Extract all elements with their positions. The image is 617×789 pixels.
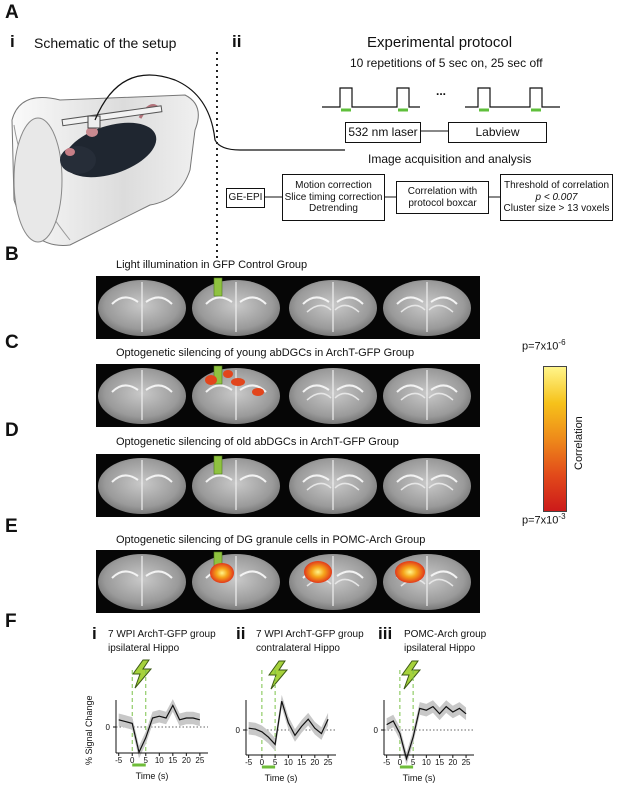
protocol-title: Experimental protocol bbox=[367, 34, 513, 51]
panel-d-letter: D bbox=[5, 420, 19, 441]
panel-f-letter: F bbox=[5, 611, 17, 632]
panel-c-title: Optogenetic silencing of young abDGCs in… bbox=[116, 347, 415, 359]
x-tick-label: 25 bbox=[195, 756, 204, 765]
x-tick-label: 5 bbox=[273, 758, 278, 767]
setup-title: Schematic of the setup bbox=[34, 35, 177, 51]
x-tick-label: -5 bbox=[383, 758, 391, 767]
panel-e-title: Optogenetic silencing of DG granule cell… bbox=[116, 534, 426, 546]
x-tick-label: 10 bbox=[155, 756, 164, 765]
colorbar-bottom-label: p=7x10-3 bbox=[522, 512, 566, 527]
lightning-icon bbox=[268, 660, 289, 690]
labview-box: Labview bbox=[448, 122, 547, 143]
colorbar-top-text: p=7x10 bbox=[522, 340, 559, 353]
colorbar-top-exp: -6 bbox=[558, 338, 566, 347]
colorbar-top-label: p=7x10-6 bbox=[522, 338, 566, 353]
x-axis-label: Time (s) bbox=[403, 773, 436, 783]
repetition-ellipsis: ... bbox=[436, 84, 447, 98]
lightning-icon bbox=[401, 660, 422, 690]
x-tick-label: 25 bbox=[462, 758, 471, 767]
x-tick-label: 0 bbox=[130, 756, 135, 765]
panel-f-i-label: i bbox=[92, 624, 97, 643]
correlation-box: Correlation with protocol boxcar bbox=[396, 181, 489, 214]
panel-f-i-line1: 7 WPI ArchT-GFP group bbox=[108, 629, 216, 640]
y-tick-label: 0 bbox=[374, 726, 379, 735]
x-tick-label: 10 bbox=[284, 758, 293, 767]
panel-a-letter: A bbox=[5, 2, 19, 23]
error-band bbox=[118, 699, 200, 759]
x-axis-label: Time (s) bbox=[265, 773, 298, 783]
x-tick-label: 15 bbox=[168, 756, 177, 765]
series-line bbox=[386, 705, 467, 761]
correlation-line-1: Correlation with bbox=[407, 186, 478, 197]
threshold-line-1: Threshold of correlation bbox=[503, 180, 610, 192]
panel-f-iii-line2: ipsilateral Hippo bbox=[404, 643, 476, 654]
series-line bbox=[118, 704, 201, 755]
panel-f-iii-label: iii bbox=[378, 624, 393, 643]
x-tick-label: 10 bbox=[422, 758, 431, 767]
panel-a-i-label: i bbox=[10, 32, 15, 51]
repetitions-text: 10 repetitions of 5 sec on, 25 sec off bbox=[350, 56, 543, 70]
x-tick-label: 5 bbox=[411, 758, 416, 767]
x-tick-label: 20 bbox=[182, 756, 191, 765]
panel-f-i-line2: ipsilateral Hippo bbox=[108, 643, 180, 654]
panel-d-title: Optogenetic silencing of old abDGCs in A… bbox=[116, 436, 399, 448]
panel-f-ii-label: ii bbox=[236, 624, 246, 643]
correlation-line-2: protocol boxcar bbox=[408, 197, 477, 209]
motion-line-3: Detrending bbox=[309, 203, 358, 215]
motion-line-2: Slice timing correction bbox=[284, 191, 383, 203]
y-tick-label: 0 bbox=[106, 723, 111, 732]
x-tick-label: 20 bbox=[448, 758, 457, 767]
threshold-box: Threshold of correlation p < 0.007 Clust… bbox=[500, 174, 613, 221]
motion-correction-box: Motion correction Slice timing correctio… bbox=[282, 174, 385, 221]
lightning-icon bbox=[132, 659, 153, 689]
geepi-box: GE-EPI bbox=[226, 188, 265, 208]
x-tick-label: 25 bbox=[324, 758, 333, 767]
panel-b-title: Light illumination in GFP Control Group bbox=[116, 259, 308, 271]
threshold-line-3: Cluster size > 13 voxels bbox=[503, 203, 610, 215]
panel-f-ii-line2: contralateral Hippo bbox=[256, 643, 340, 654]
panel-b-letter: B bbox=[5, 244, 19, 265]
motion-line-1: Motion correction bbox=[295, 180, 372, 192]
x-axis-label: Time (s) bbox=[136, 771, 169, 781]
y-tick-label: 0 bbox=[236, 726, 241, 735]
panel-c-letter: C bbox=[5, 332, 19, 353]
panel-f-ii-line1: 7 WPI ArchT-GFP group bbox=[256, 629, 364, 640]
laser-box: 532 nm laser bbox=[345, 122, 421, 143]
x-tick-label: 0 bbox=[260, 758, 265, 767]
analysis-title: Image acquisition and analysis bbox=[368, 152, 532, 166]
colorbar-gradient bbox=[543, 366, 567, 512]
panel-f-iii-line1: POMC-Arch group bbox=[404, 629, 487, 640]
colorbar-bottom-exp: -3 bbox=[558, 512, 566, 521]
panel-a-ii-label: ii bbox=[232, 32, 242, 51]
x-tick-label: 5 bbox=[144, 756, 149, 765]
x-tick-label: 0 bbox=[398, 758, 403, 767]
panel-e-letter: E bbox=[5, 516, 18, 537]
x-tick-label: -5 bbox=[115, 756, 123, 765]
error-band bbox=[386, 700, 467, 766]
x-tick-label: -5 bbox=[245, 758, 253, 767]
threshold-line-2: p < 0.007 bbox=[535, 191, 578, 203]
x-tick-label: 15 bbox=[435, 758, 444, 767]
x-tick-label: 15 bbox=[297, 758, 306, 767]
series-line bbox=[248, 701, 329, 746]
colorbar-bottom-text: p=7x10 bbox=[522, 514, 559, 527]
x-tick-label: 20 bbox=[310, 758, 319, 767]
